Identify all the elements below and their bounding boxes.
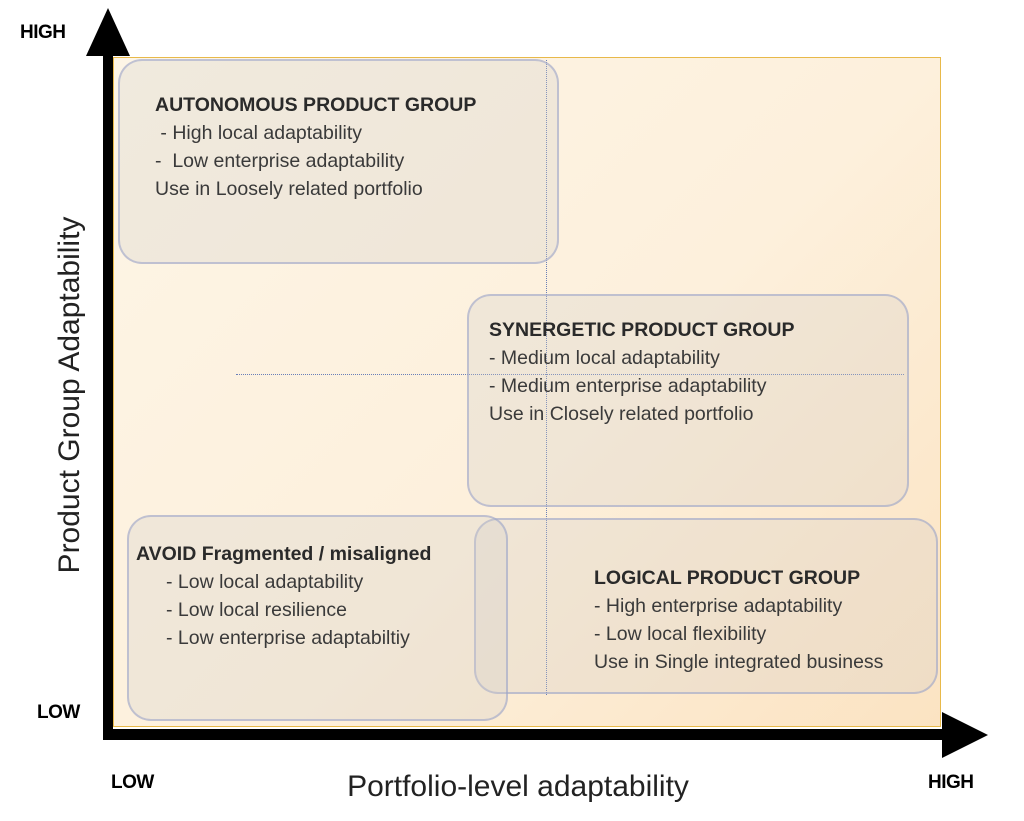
box-line: - Medium enterprise adaptability	[489, 375, 767, 397]
box-line: - Low local adaptability	[166, 571, 364, 593]
y-high-label: HIGH	[20, 22, 66, 43]
box-title: AUTONOMOUS PRODUCT GROUP	[155, 94, 477, 116]
horizontal-midline	[236, 374, 904, 375]
x-axis-title: Portfolio-level adaptability	[347, 770, 689, 803]
y-axis-arrow-icon	[86, 8, 130, 56]
synergetic-product-group-box: SYNERGETIC PRODUCT GROUP - Medium local …	[467, 294, 909, 507]
y-axis-title: Product Group Adaptability	[53, 216, 86, 574]
x-low-label: LOW	[111, 772, 154, 793]
vertical-midline	[546, 60, 547, 695]
box-line: Use in Loosely related portfolio	[155, 178, 423, 200]
x-axis-line	[103, 729, 953, 740]
x-high-label: HIGH	[928, 772, 974, 793]
box-line: - Low enterprise adaptabiltiy	[166, 627, 410, 649]
box-title: SYNERGETIC PRODUCT GROUP	[489, 319, 795, 341]
box-title: LOGICAL PRODUCT GROUP	[594, 567, 861, 589]
box-line: - High local adaptability	[155, 122, 363, 144]
box-line: - High enterprise adaptability	[594, 595, 843, 617]
box-line: Use in Closely related portfolio	[489, 403, 754, 425]
logical-product-group-box: LOGICAL PRODUCT GROUP - High enterprise …	[474, 518, 938, 694]
y-low-label: LOW	[37, 702, 80, 723]
x-axis-arrow-icon	[942, 712, 988, 758]
box-line: - Low local flexibility	[594, 623, 767, 645]
y-axis-line	[103, 50, 113, 740]
box-line: Use in Single integrated business	[594, 651, 884, 673]
plot-area	[113, 57, 941, 727]
box-line: - Low local resilience	[166, 599, 347, 621]
autonomous-product-group-box: AUTONOMOUS PRODUCT GROUP - High local ad…	[118, 59, 559, 264]
box-line: - Low enterprise adaptability	[155, 150, 405, 172]
box-line: - Medium local adaptability	[489, 347, 720, 369]
box-title: AVOID Fragmented / misaligned	[136, 543, 432, 565]
avoid-fragmented-box: AVOID Fragmented / misaligned - Low loca…	[127, 515, 508, 721]
